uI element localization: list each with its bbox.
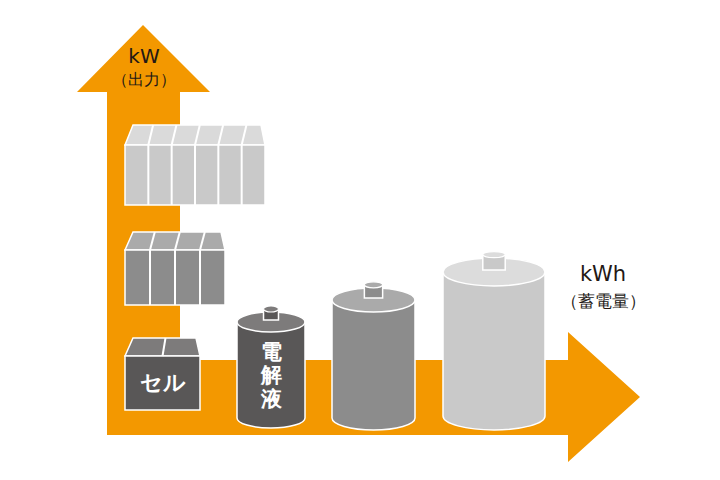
cell-top: [125, 338, 200, 356]
cylinder: [237, 306, 305, 428]
cell-divider: [241, 145, 243, 205]
cell-divider: [148, 125, 153, 145]
axis-label-y: （出力）: [112, 70, 176, 91]
cell-divider: [195, 125, 200, 145]
electrolyte-cylinder: 電解液: [237, 334, 305, 418]
terminal-top: [483, 252, 505, 258]
cell-divider: [171, 145, 173, 205]
cell-divider: [242, 125, 247, 145]
cell-divider: [172, 125, 177, 145]
terminal-top: [364, 282, 382, 288]
cylinder: [443, 252, 545, 430]
cell-divider: [147, 145, 149, 205]
cylinder-body: [237, 322, 305, 428]
cell-divider: [217, 145, 219, 205]
cylinder-body: [332, 300, 415, 430]
axis-label-y: kW: [128, 44, 159, 68]
cell-divider: [218, 125, 223, 145]
cell-divider: [199, 250, 201, 305]
vertical-label: 電解液: [261, 341, 282, 410]
cell-top: [125, 125, 265, 145]
cylinder: [332, 282, 415, 430]
cell-stack: [125, 338, 200, 410]
cell-front: [125, 356, 200, 410]
cell-divider: [194, 145, 196, 205]
cell-box: セル: [125, 356, 200, 410]
cell-stack: [125, 125, 265, 205]
cell-stack: [125, 232, 225, 305]
terminal-top: [264, 306, 279, 312]
cylinders: [237, 252, 545, 430]
cell-front: [125, 145, 265, 205]
axes: [77, 25, 640, 462]
cell-label: セル: [140, 368, 186, 398]
cell-top: [125, 232, 225, 250]
cell-divider: [174, 250, 176, 305]
cylinder-body: [443, 272, 545, 430]
cell-divider: [163, 338, 166, 356]
cell-front: [125, 250, 225, 305]
cell-divider: [150, 232, 155, 250]
axis-label-x: （蓄電量）: [561, 290, 646, 313]
cell-divider: [200, 232, 205, 250]
cell-divider: [149, 250, 151, 305]
axis-label-x: kWh: [580, 262, 626, 286]
vertical-axis-arrow: [77, 25, 210, 435]
cell-divider: [175, 232, 180, 250]
